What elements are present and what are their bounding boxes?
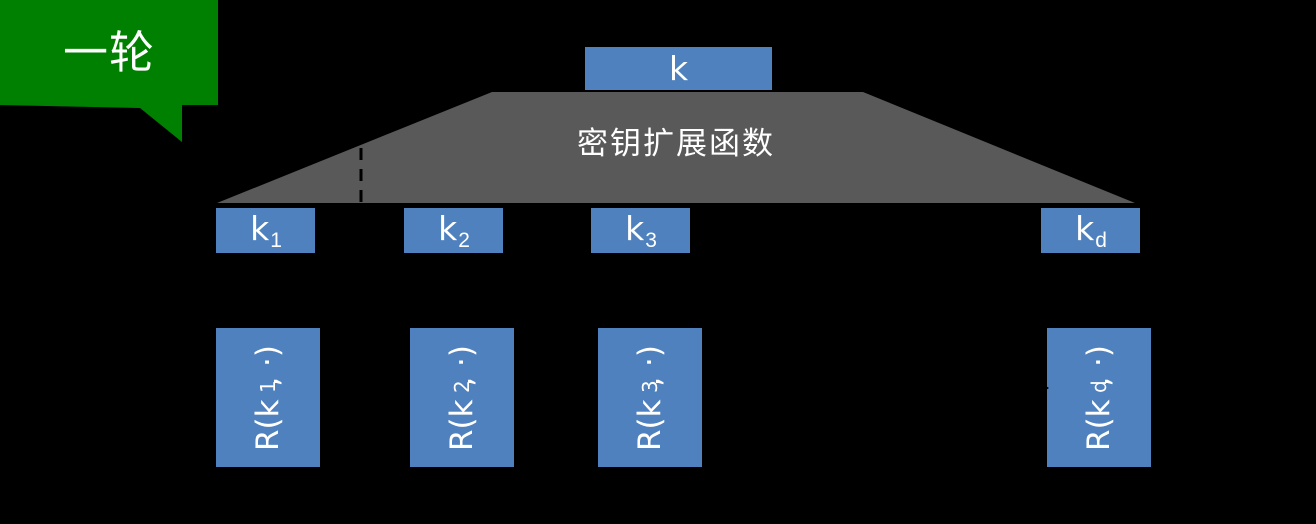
round-function-label-1: R(k1, ·) — [249, 344, 286, 451]
master-key-label: k — [668, 49, 689, 88]
arrow-to-last-round-icon — [1038, 381, 1049, 395]
round-key-box-2[interactable]: k2 — [404, 208, 503, 253]
round-key-box-1[interactable]: k1 — [216, 208, 315, 253]
round-key-label-3: k3 — [625, 208, 657, 252]
round-function-label-d: R(kd, ·) — [1080, 344, 1117, 451]
round-key-box-3[interactable]: k3 — [591, 208, 690, 253]
trapezoid-shape — [217, 92, 1135, 203]
key-expansion-function: 密钥扩展函数 — [216, 91, 1136, 204]
round-key-label-2: k2 — [438, 208, 470, 252]
round-function-box-3[interactable]: R(k3, ·) — [598, 328, 702, 467]
callout-one-round: 一轮 — [0, 0, 218, 146]
round-key-box-d[interactable]: kd — [1041, 208, 1140, 253]
round-key-label-d: kd — [1075, 208, 1107, 252]
round-function-label-3: R(k3, ·) — [631, 344, 668, 451]
round-function-label-2: R(k2, ·) — [443, 344, 480, 451]
round-key-label-1: k1 — [250, 208, 282, 252]
round-function-box-1[interactable]: R(k1, ·) — [216, 328, 320, 467]
round-function-box-d[interactable]: R(kd, ·) — [1047, 328, 1151, 467]
round-function-box-2[interactable]: R(k2, ·) — [410, 328, 514, 467]
callout-bubble-shape — [0, 0, 218, 142]
master-key-box[interactable]: k — [585, 47, 772, 90]
